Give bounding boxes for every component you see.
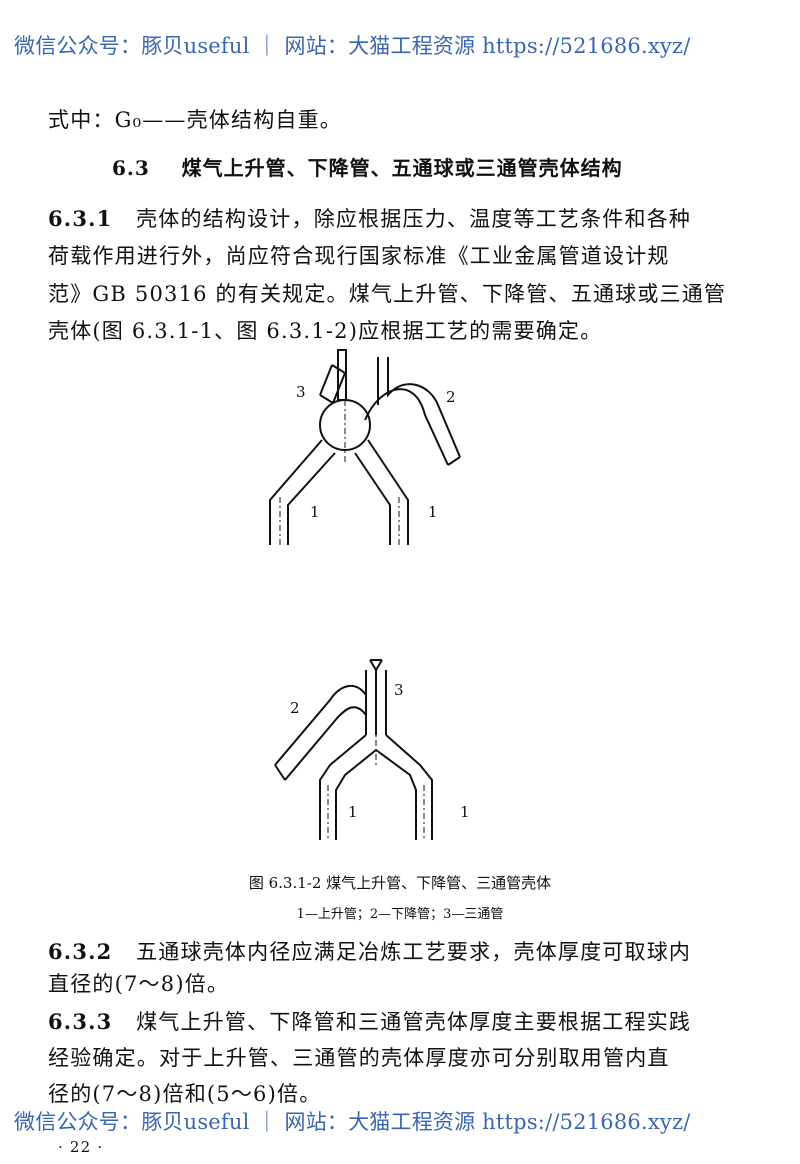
figure-caption: 图 6.3.1-2 煤气上升管、下降管、三通管壳体 [248, 874, 552, 892]
clause-6-3-1-line-1: 6.3.1 壳体的结构设计，除应根据压力、温度等工艺条件和各种 [48, 203, 691, 233]
clause-6-3-3-line-3: 径的(7～8)倍和(5～6)倍。 [48, 1082, 322, 1106]
watermark-top: 微信公众号：豚贝useful ｜ 网站：大猫工程资源 https://52168… [14, 34, 691, 58]
fig2-label-2: 2 [290, 699, 300, 717]
clause-number: 6.3.3 [48, 1009, 113, 1034]
figure-6-3-1-2: 2 3 1 1 [274, 659, 470, 840]
page-number: · 22 · [58, 1138, 104, 1156]
clause-text: 五通球壳体内径应满足冶炼工艺要求，壳体厚度可取球内 [136, 940, 692, 964]
figure-legend: 1—上升管；2—下降管；3—三通管 [296, 907, 504, 922]
clause-6-3-2-line-2: 直径的(7～8)倍。 [48, 972, 230, 996]
clause-6-3-1-line-3: 范》GB 50316 的有关规定。煤气上升管、下降管、五通球或三通管 [48, 282, 727, 306]
fig2-label-1a: 1 [348, 803, 358, 821]
clause-6-3-1-line-4: 壳体(图 6.3.1-1、图 6.3.1-2)应根据工艺的需要确定。 [48, 319, 603, 343]
clause-text: 壳体的结构设计，除应根据压力、温度等工艺条件和各种 [136, 207, 692, 231]
fig2-label-3: 3 [394, 681, 404, 699]
formula-note: 式中：G₀——壳体结构自重。 [48, 108, 342, 132]
figure-6-3-1-1: 1 1 2 3 [269, 349, 461, 545]
clause-6-3-3-line-2: 经验确定。对于上升管、三通管的壳体厚度亦可分别取用管内直 [48, 1046, 670, 1070]
fig1-label-3: 3 [296, 383, 306, 401]
section-title: 煤气上升管、下降管、五通球或三通管壳体结构 [181, 156, 623, 180]
clause-number: 6.3.2 [48, 939, 113, 964]
fig1-label-2: 2 [446, 388, 456, 406]
clause-number: 6.3.1 [48, 206, 113, 231]
clause-6-3-2-line-1: 6.3.2 五通球壳体内径应满足冶炼工艺要求，壳体厚度可取球内 [48, 936, 691, 966]
section-heading: 6.3 煤气上升管、下降管、五通球或三通管壳体结构 [112, 152, 623, 181]
watermark-bottom: 微信公众号：豚贝useful ｜ 网站：大猫工程资源 https://52168… [14, 1110, 691, 1134]
clause-6-3-3-line-1: 6.3.3 煤气上升管、下降管和三通管壳体厚度主要根据工程实践 [48, 1006, 691, 1036]
fig1-label-1b: 1 [428, 503, 438, 521]
fig1-label-1a: 1 [310, 503, 320, 521]
fig2-label-1b: 1 [460, 803, 470, 821]
section-number: 6.3 [112, 156, 150, 180]
clause-text: 煤气上升管、下降管和三通管壳体厚度主要根据工程实践 [136, 1010, 692, 1034]
clause-6-3-1-line-2: 荷载作用进行外，尚应符合现行国家标准《工业金属管道设计规 [48, 244, 670, 268]
